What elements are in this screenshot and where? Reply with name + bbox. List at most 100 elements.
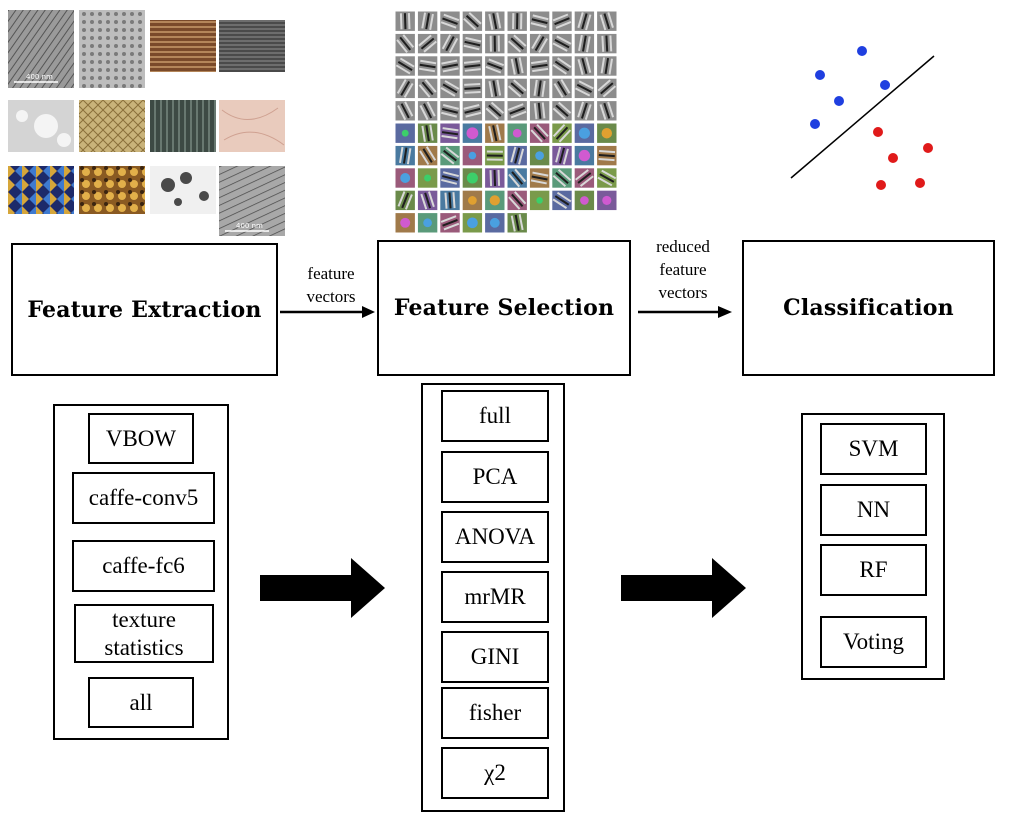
filter-tile [529, 167, 550, 189]
filter-tile [506, 100, 528, 122]
filter-tile [506, 190, 528, 211]
filter-tile [484, 167, 506, 189]
filter-tile [574, 145, 595, 166]
filter-tile [439, 33, 461, 54]
decision-boundary [790, 55, 935, 179]
filter-tile [596, 145, 618, 166]
feature-vectors-line-2: vectors [306, 287, 356, 306]
filter-tile [596, 122, 618, 144]
filter-tile [462, 55, 483, 77]
filter-tile [529, 145, 550, 166]
option-caffe-conv5: caffe-conv5 [72, 472, 215, 524]
filter-tile [462, 190, 483, 211]
filter-tile [529, 122, 550, 144]
filter-tile [574, 100, 595, 122]
filter-tile [551, 55, 573, 77]
feature-selection-box: Feature Selection [377, 240, 631, 376]
filter-tile [439, 122, 461, 144]
filter-tile [394, 78, 416, 99]
option-texture-statistics: texture statistics [74, 604, 214, 663]
micrograph-thumbnails: 400 nm 400 nm [8, 10, 288, 238]
filter-tile [417, 10, 438, 32]
micrograph-3 [150, 20, 216, 72]
filter-tile [529, 100, 550, 122]
filter-tile [462, 212, 483, 234]
feature-selection-title: Feature Selection [393, 295, 615, 321]
filter-tile [484, 190, 506, 211]
reduced-label-line-3: vectors [658, 283, 708, 302]
micrograph-1 [8, 10, 74, 88]
filter-tile [596, 167, 618, 189]
filter-tile [529, 33, 550, 54]
option-svm: SVM [820, 423, 927, 475]
filter-tile [484, 10, 506, 32]
filter-tile [484, 78, 506, 99]
filter-tile [439, 167, 461, 189]
filter-tile [484, 122, 506, 144]
filter-tile [484, 212, 506, 234]
reduced-label-line-1: reduced [656, 237, 710, 256]
filter-tile [394, 145, 416, 166]
class-a-point [857, 46, 867, 56]
filter-tile [394, 190, 416, 211]
filter-tile [506, 167, 528, 189]
filter-visualization [394, 10, 620, 236]
filter-tile [551, 122, 573, 144]
filter-tile [574, 190, 595, 211]
option-nn: NN [820, 484, 927, 536]
filter-tile [506, 212, 528, 234]
filter-tile [529, 10, 550, 32]
option-mrmr: mrMR [441, 571, 549, 623]
class-b-point [876, 180, 886, 190]
micrograph-9 [8, 166, 74, 214]
option-rf: RF [820, 544, 927, 596]
feature-vectors-label: feature vectors [288, 262, 374, 308]
filter-tile [394, 55, 416, 77]
class-b-point [915, 178, 925, 188]
feature-vectors-line-1: feature [307, 264, 355, 283]
reduced-feature-vectors-label: reduced feature vectors [638, 235, 728, 304]
micrograph-7 [150, 100, 216, 152]
filter-tile [394, 10, 416, 32]
filter-tile [417, 55, 438, 77]
filter-tile [574, 78, 595, 99]
class-a-point [834, 96, 844, 106]
block-arrow-2 [621, 558, 746, 618]
filter-tile [417, 212, 438, 234]
filter-tile [484, 33, 506, 54]
option-full: full [441, 390, 549, 442]
filter-tile [551, 167, 573, 189]
arrow-selection-to-classification [638, 306, 732, 318]
micrograph-4 [219, 20, 285, 72]
filter-tile [417, 33, 438, 54]
option-fisher: fisher [441, 687, 549, 739]
option-caffe-fc6: caffe-fc6 [72, 540, 215, 592]
filter-tile [574, 33, 595, 54]
option-chi2: χ2 [441, 747, 549, 799]
filter-tile [551, 10, 573, 32]
filter-tile [506, 78, 528, 99]
filter-tile [394, 167, 416, 189]
filter-tile [439, 190, 461, 211]
filter-tile [417, 167, 438, 189]
filter-tile [574, 10, 595, 32]
option-all: all [88, 677, 194, 728]
filter-tile [462, 167, 483, 189]
filter-tile [439, 212, 461, 234]
class-a-point [815, 70, 825, 80]
micrograph-10 [79, 166, 145, 214]
filter-tile [417, 78, 438, 99]
filter-tile [506, 55, 528, 77]
filter-tile [462, 145, 483, 166]
filter-tile [394, 33, 416, 54]
filter-tile [574, 122, 595, 144]
filter-tile [596, 78, 618, 99]
classification-box: Classification [742, 240, 995, 376]
reduced-label-line-2: feature [659, 260, 707, 279]
arrow-extraction-to-selection [280, 306, 375, 318]
filter-tile [462, 100, 483, 122]
filter-tile [462, 122, 483, 144]
scalebar-label-1: 400 nm [26, 73, 53, 81]
filter-tile [439, 55, 461, 77]
filter-tile [439, 100, 461, 122]
